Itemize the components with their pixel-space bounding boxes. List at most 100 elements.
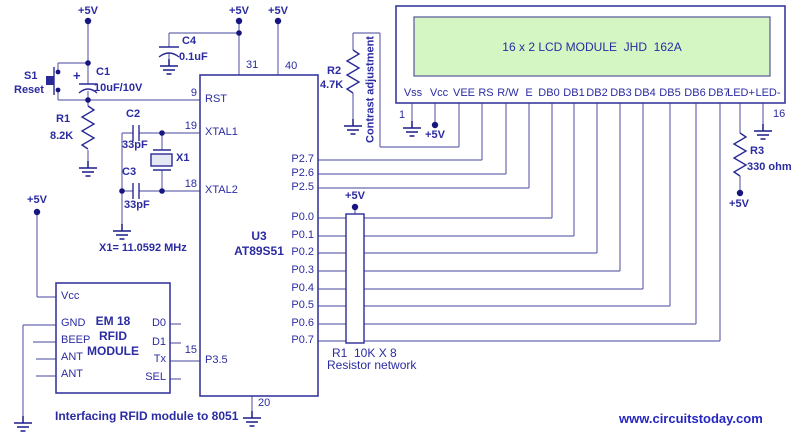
rfid-pin-d1: D1 bbox=[151, 336, 166, 348]
lcd-title: 16 x 2 LCD MODULE JHD 162A bbox=[502, 40, 682, 54]
mcu-pin-num-40: 40 bbox=[285, 60, 298, 72]
mcu-pin-p35: P3.5 bbox=[205, 354, 228, 366]
vcc-label-lcd: +5V bbox=[425, 129, 445, 141]
capacitor-c2-symbol bbox=[132, 125, 140, 141]
mcu-pin-p26: P2.6 bbox=[291, 167, 314, 179]
mcu-pin-num-18: 18 bbox=[184, 178, 197, 190]
contrast-note: Contrast adjustment bbox=[364, 36, 377, 143]
website-link: www.circuitstoday.com bbox=[619, 411, 763, 426]
lcd-pin-label-db2: DB2 bbox=[586, 87, 608, 99]
mcu-pin-p02: P0.2 bbox=[291, 246, 314, 258]
x1-ref: X1 bbox=[176, 152, 190, 164]
crystal-note: X1= 11.0592 MHz bbox=[99, 242, 187, 254]
rnet-ref: R1 10K X 8 bbox=[332, 346, 397, 360]
mcu-box bbox=[199, 74, 319, 397]
crystal-x1-symbol bbox=[150, 149, 173, 171]
r2-value: 4.7K bbox=[320, 79, 344, 91]
s1-ref: S1 bbox=[24, 70, 38, 82]
junction-dots bbox=[33, 17, 744, 216]
ground-r1 bbox=[78, 160, 98, 177]
r3-ref: R3 bbox=[750, 145, 765, 157]
circuit-wires bbox=[22, 24, 764, 416]
lcd-pin-label-vee: VEE bbox=[452, 87, 476, 99]
vcc-label-rnet: +5V bbox=[345, 190, 365, 202]
resistor-network-box bbox=[345, 213, 365, 344]
rfid-pin-tx: Tx bbox=[153, 353, 166, 365]
mcu-pin-rst: RST bbox=[205, 93, 227, 105]
rfid-pin-gnd: GND bbox=[61, 317, 86, 329]
mcu-ref: U3 bbox=[251, 229, 267, 243]
rfid-name-1: EM 18 bbox=[95, 314, 131, 328]
r1-ref: R1 bbox=[56, 113, 71, 125]
c4-ref: C4 bbox=[182, 35, 197, 47]
mcu-pin-num-15: 15 bbox=[184, 344, 197, 356]
lcd-pin-label-rw: R/W bbox=[497, 87, 519, 99]
rfid-pin-ant2: ANT bbox=[61, 368, 83, 380]
c2-value: 33pF bbox=[122, 139, 148, 151]
capacitor-c1-symbol bbox=[78, 83, 98, 94]
lcd-pin-label-ledp: LED+ bbox=[727, 87, 755, 99]
c1-value: 10uF/10V bbox=[94, 82, 143, 94]
s1-label: Reset bbox=[14, 84, 44, 96]
mcu-pin-xtal1: XTAL1 bbox=[205, 126, 238, 138]
mcu-pin-p05: P0.5 bbox=[291, 299, 314, 311]
ground-lcd-vss bbox=[402, 120, 422, 137]
c4-value: 0.1uF bbox=[179, 51, 208, 63]
lcd-pin-label-db6: DB6 bbox=[684, 87, 706, 99]
r3-value: 330 ohm bbox=[747, 161, 792, 173]
lcd-pin-label-db7: DB7 bbox=[708, 87, 730, 99]
c3-value: 33pF bbox=[124, 199, 150, 211]
mcu-pin-p01: P0.1 bbox=[291, 229, 314, 241]
lcd-pin-label-db5: DB5 bbox=[659, 87, 681, 99]
ground-r2 bbox=[343, 118, 363, 135]
lcd-pin-label-vss: Vss bbox=[403, 87, 423, 99]
vcc-label-ea: +5V bbox=[229, 5, 249, 17]
c2-ref: C2 bbox=[126, 108, 141, 120]
r2-ref: R2 bbox=[327, 65, 342, 77]
resistor-r2-symbol bbox=[345, 49, 361, 94]
lcd-pin-label-db3: DB3 bbox=[610, 87, 632, 99]
mcu-pin-p06: P0.6 bbox=[291, 317, 314, 329]
resistor-r3-symbol bbox=[732, 132, 748, 177]
c3-ref: C3 bbox=[122, 166, 137, 178]
mcu-pin-p27: P2.7 bbox=[291, 153, 314, 165]
diagram-title: Interfacing RFID module to 8051 bbox=[55, 409, 239, 423]
component-symbols bbox=[46, 46, 748, 199]
mcu-pin-xtal2: XTAL2 bbox=[205, 184, 238, 196]
ground-crystal bbox=[112, 223, 132, 240]
mcu-pin-num-20: 20 bbox=[258, 397, 271, 409]
rfid-name-2: RFID bbox=[99, 329, 127, 343]
c1-polarity: + bbox=[73, 68, 81, 83]
lcd-pin-num-1: 1 bbox=[399, 109, 406, 121]
resistor-r1-symbol bbox=[80, 105, 96, 150]
ground-mcu bbox=[242, 410, 262, 427]
mcu-part: AT89S51 bbox=[234, 244, 284, 258]
lcd-pin-label-db0: DB0 bbox=[538, 87, 560, 99]
rfid-box bbox=[55, 282, 171, 394]
r1-value: 8.2K bbox=[50, 130, 74, 142]
lcd-pin-label-e: E bbox=[525, 87, 533, 99]
mcu-pin-p03: P0.3 bbox=[291, 264, 314, 276]
lcd-screen bbox=[413, 16, 771, 77]
rfid-pin-vcc: Vcc bbox=[61, 290, 80, 302]
vcc-label-mcu: +5V bbox=[268, 5, 288, 17]
mcu-pin-p04: P0.4 bbox=[291, 282, 314, 294]
ground-lcd-led bbox=[753, 123, 773, 140]
rfid-pin-sel: SEL bbox=[145, 371, 166, 383]
mcu-pin-num-19: 19 bbox=[184, 120, 197, 132]
lcd-pin-label-ledm: LED- bbox=[755, 87, 781, 99]
mcu-pin-p00: P0.0 bbox=[291, 211, 314, 223]
capacitor-c4-symbol bbox=[158, 46, 180, 58]
capacitor-c3-symbol bbox=[132, 183, 140, 199]
mcu-pin-p07: P0.7 bbox=[291, 334, 314, 346]
rfid-pin-ant1: ANT bbox=[61, 351, 83, 363]
lcd-box bbox=[395, 5, 786, 104]
rfid-pin-beep: BEEP bbox=[61, 334, 91, 346]
vcc-label-reset: +5V bbox=[78, 5, 98, 17]
ground-c4 bbox=[159, 58, 179, 75]
mcu-pin-num-31: 31 bbox=[246, 59, 259, 71]
ground-rfid bbox=[13, 415, 33, 432]
vcc-label-rfid: +5V bbox=[27, 194, 47, 206]
